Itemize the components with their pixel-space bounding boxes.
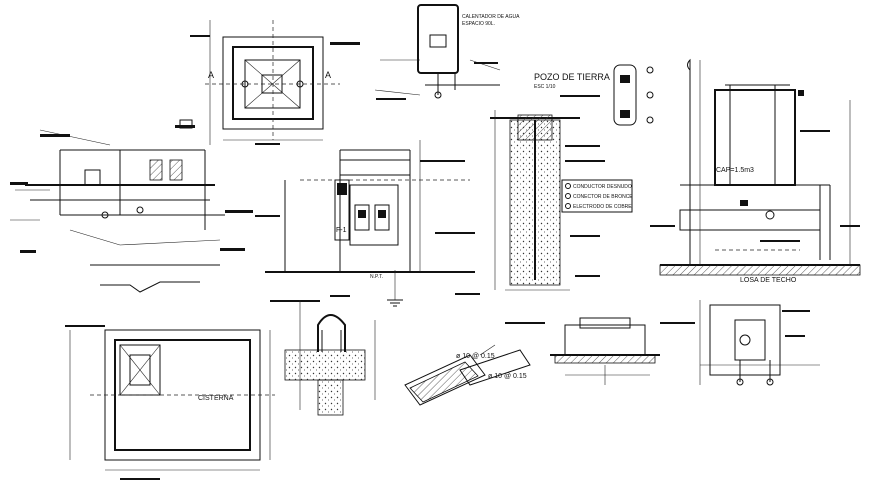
losa-techo-label: LOSA DE TECHO [740,277,797,284]
tank-plan-top: A A [179,20,360,145]
arch-footing-detail [284,295,376,416]
pipe-isometric-left [10,125,253,293]
npt-label: N.P.T. [370,274,383,280]
legend-conector: CONECTOR DE BRONCE [573,194,633,200]
pozo-de-tierra: POZO DE TIERRA ESC 1/10 CONDUCTOR DESNUD… [490,64,654,291]
section-a-right-label: A [325,70,331,80]
pozo-tierra-scale: ESC 1/10 [534,84,556,90]
cisterna-plan: CISTERNA [65,325,275,480]
cap-label: CAP=1.5m3 [716,167,754,174]
pump-elevation [699,300,820,386]
section-a-left-label: A [208,70,214,80]
varilla-label-b: ø 10 @ 0.15 [488,373,527,380]
elevated-tank-roof: LOSA DE TECHO CAP=1.5m3 [650,58,861,284]
calentador-sub-label: ESPACIO 90L. [462,21,495,27]
electrical-panel-elevation: F-1 N.P.T. [255,140,480,307]
calentador-label: CALENTADOR DE AGUA [462,14,520,20]
legend-conductor: CONDUCTOR DESNUDO [573,184,632,190]
water-heater: CALENTADOR DE AGUA ESPACIO 90L. [374,4,520,100]
rebar-isometric: ø 10 @ 0.15 ø 10 @ 0.15 [404,344,531,406]
legend-electrodo: ELECTRODO DE COBRE [573,204,632,210]
cisterna-label: CISTERNA [198,395,234,402]
varilla-label-a: ø 10 @ 0.15 [456,353,495,360]
tank-lid-section [505,317,695,385]
pozo-tierra-title: POZO DE TIERRA [534,72,610,82]
tablero-f1-label: F-1 [336,227,347,234]
